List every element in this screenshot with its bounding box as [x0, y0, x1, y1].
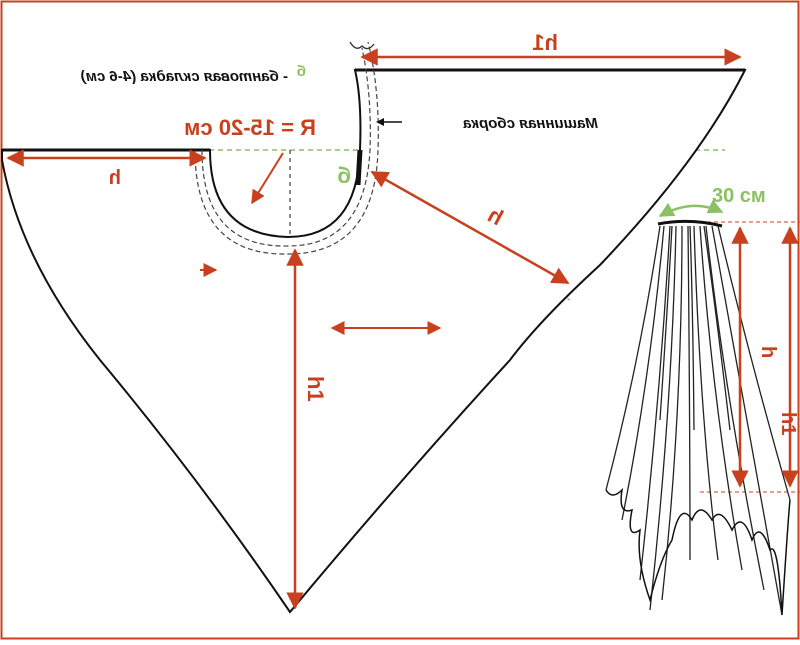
pleat-segment [355, 149, 363, 186]
legend-text: - бантовая складка (4-6 см) [81, 68, 288, 85]
h1-vertical-label: h1 [303, 376, 328, 402]
width-30-label: 30 см [712, 185, 766, 207]
dim-h-diagonal [370, 170, 570, 285]
h1-top-label: h1 [532, 30, 558, 55]
legend-mark: б [297, 63, 306, 80]
skirt-illustration [605, 219, 800, 616]
seam-allowance [194, 41, 379, 255]
gather-label: Машинная сборка [463, 115, 598, 132]
h-right-label: h [757, 346, 779, 358]
pleat-mark-label: б [337, 163, 351, 188]
dim-radius [251, 152, 284, 205]
seam-top-mark [349, 41, 375, 50]
radius-label: R = 15-20 см [184, 115, 316, 140]
h-left-label: h [109, 167, 121, 189]
h1-right-label: h1 [777, 412, 799, 435]
width-arc [658, 199, 724, 218]
